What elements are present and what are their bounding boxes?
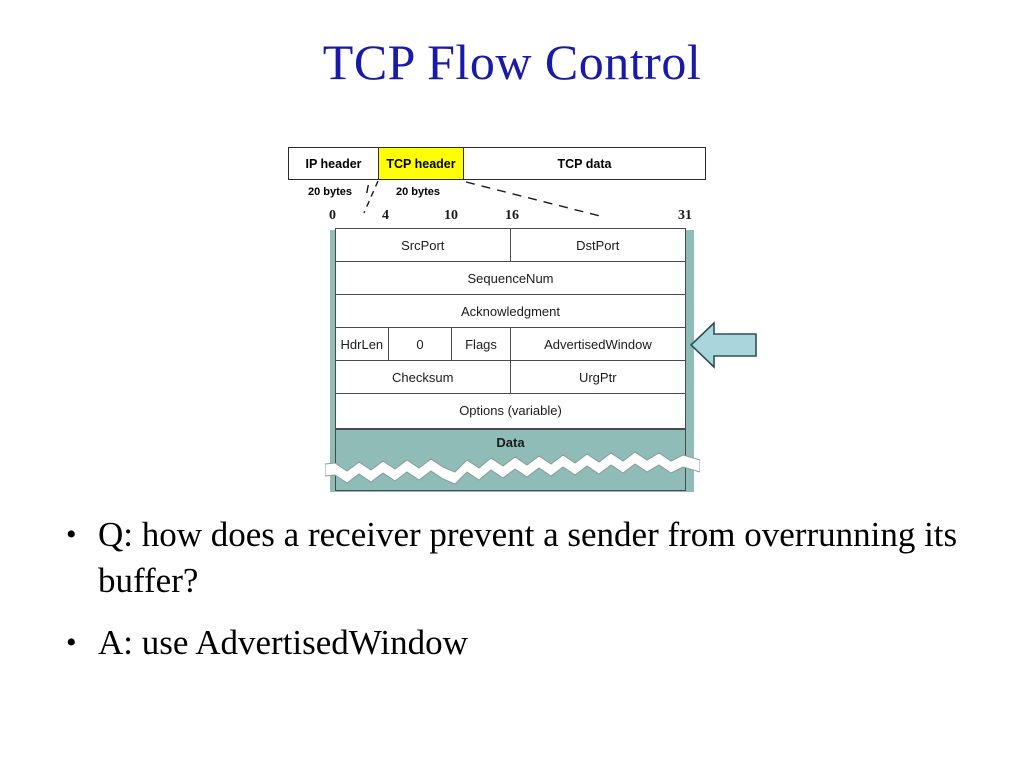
tcp-header-size-label: 20 bytes (396, 186, 441, 198)
field-srcport: SrcPort (336, 229, 511, 261)
tcp-header-field-table: SrcPort DstPort SequenceNum Acknowledgme… (335, 228, 686, 429)
bit-tick-4: 4 (382, 208, 389, 223)
bit-tick-16: 16 (505, 208, 519, 223)
payload-data-region: Data (335, 429, 686, 469)
advertised-window-pointer-arrow (690, 321, 757, 369)
field-hdrlen: HdrLen (336, 328, 389, 360)
field-reserved-zero: 0 (389, 328, 453, 360)
field-acknowledgment: Acknowledgment (461, 303, 560, 319)
header-row-acknowledgment: Acknowledgment (336, 295, 685, 328)
bit-tick-10: 10 (444, 208, 458, 223)
header-row-checksum-urgptr: Checksum UrgPtr (336, 361, 685, 394)
field-urgptr: UrgPtr (578, 369, 617, 385)
page-title: TCP Flow Control (322, 34, 702, 90)
field-advertisedwindow: AdvertisedWindow (544, 336, 652, 352)
field-sequencenum: SequenceNum (467, 270, 554, 286)
payload-data-label: Data (496, 435, 525, 450)
bullet-text-question: Q: how does a receiver prevent a sender … (98, 515, 958, 600)
header-row-sequence: SequenceNum (336, 262, 685, 295)
packet-layout-bar: IP header TCP header TCP data (288, 147, 706, 180)
packet-cell-tcp-data: TCP data (557, 156, 612, 171)
header-row-options: Options (variable) (336, 394, 685, 427)
bullet-list: • Q: how does a receiver prevent a sende… (60, 512, 990, 666)
tcp-segment-diagram: IP header TCP header TCP data 20 bytes /… (288, 147, 757, 492)
packet-cell-tcp-header: TCP header (379, 148, 464, 179)
slash-separator: / (366, 184, 370, 196)
field-options: Options (variable) (459, 403, 562, 418)
bit-position-ruler: 0 4 10 16 31 (325, 208, 695, 226)
field-flags: Flags (452, 328, 511, 360)
bullet-text-answer: A: use AdvertisedWindow (98, 623, 468, 662)
bit-tick-0: 0 (329, 208, 336, 223)
header-row-flags-window: HdrLen 0 Flags AdvertisedWindow (336, 328, 685, 361)
field-dstport: DstPort (576, 237, 620, 253)
packet-cell-ip-header: IP header (289, 148, 379, 179)
header-row-ports: SrcPort DstPort (336, 229, 685, 262)
bullet-marker-icon: • (66, 626, 77, 659)
ip-header-size-label: 20 bytes (308, 186, 353, 198)
bit-tick-31: 31 (678, 208, 692, 223)
bullet-item-question: • Q: how does a receiver prevent a sende… (60, 512, 990, 604)
field-checksum: Checksum (336, 361, 511, 393)
bullet-marker-icon: • (66, 518, 77, 551)
payload-data-tail (335, 469, 686, 491)
bullet-item-answer: • A: use AdvertisedWindow (60, 620, 990, 666)
